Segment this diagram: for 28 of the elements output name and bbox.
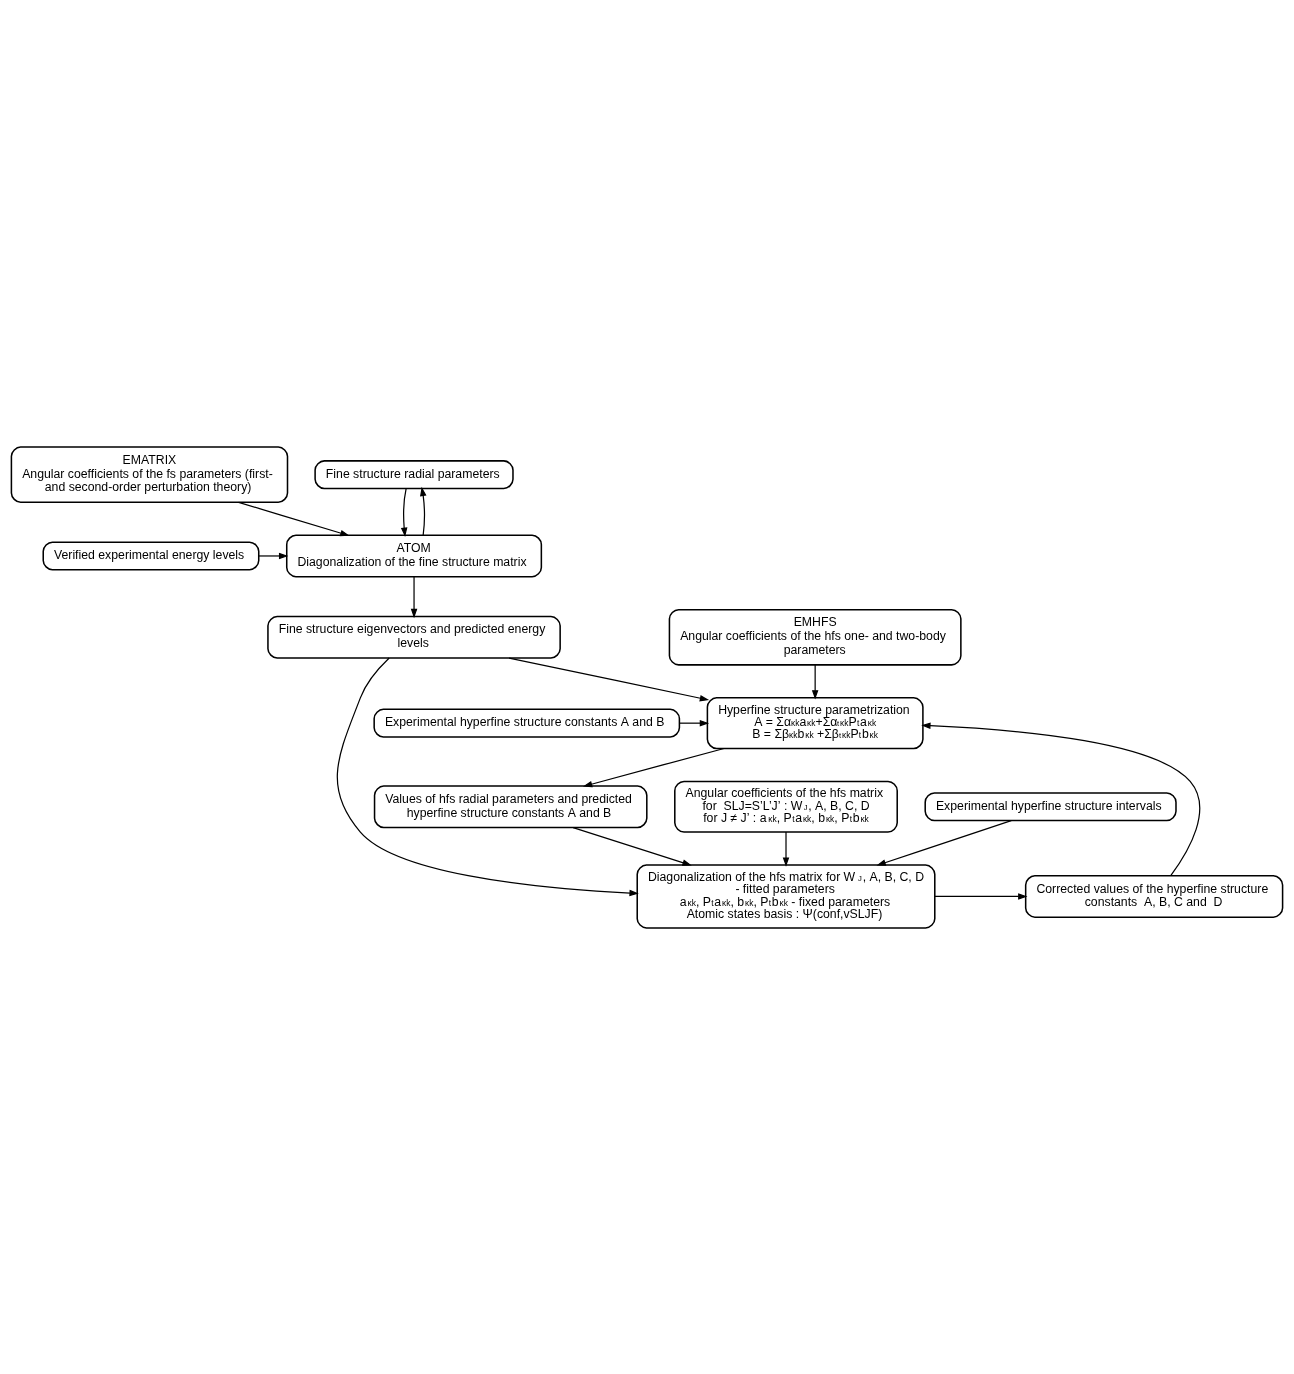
arrow: [582, 747, 725, 787]
node-box: Fine structure eigenvectors and predicted energy levels: [267, 615, 561, 659]
node-box: Fine structure radial parameters: [314, 459, 514, 489]
node-box: Hyperfine structure parametrization A = Σακkaκk+ΣαtκkPtaκk B = Σβκkbκk +ΣβtκkPtbκk: [706, 696, 924, 749]
arrow: [782, 830, 790, 867]
arrow: [572, 826, 692, 866]
arrow: [934, 892, 1028, 900]
arrow: [508, 656, 710, 701]
node-box: EMHFS Angular coefficients of the hfs one- and two-body parameters: [668, 608, 962, 666]
arrow: [258, 552, 289, 559]
arrow: [238, 501, 350, 536]
arrow: [400, 487, 408, 537]
arrow: [410, 575, 418, 618]
node-box: Verified experimental energy levels: [42, 540, 260, 571]
arrow: [876, 819, 1012, 866]
arrow: [420, 486, 427, 536]
arrow: [921, 721, 1201, 876]
arrow: [811, 663, 819, 700]
node-box: Diagonalization of the hfs matrix for WJ, A, B, C, D - fitted parameters aκk, Ptaκk, bκk, Ptbκk - fixed parameters Atomic states basis : Ψ(conf,vSLJF): [636, 863, 936, 929]
node-box: EMATRIX Angular coefficients of the fs parameters (first- and second-order perturbation theory): [10, 445, 289, 503]
node-box: Angular coefficients of the hfs matrix for SLJ=S’L’J’ : WJ, A, B, C, D for J ≠ J’ : aκk, Ptaκk, bκk, Ptbκk: [674, 780, 898, 833]
node-box: Corrected values of the hyperfine structure constants A, B, C and D: [1024, 874, 1284, 918]
node-box: Experimental hyperfine structure constants A and B: [373, 708, 681, 738]
node-box: Values of hfs radial parameters and predicted hyperfine structure constants A and B: [373, 784, 648, 828]
arrow: [678, 719, 710, 726]
node-box: Experimental hyperfine structure intervals: [924, 791, 1177, 821]
node-box: ATOM Diagonalization of the fine structure matrix: [285, 534, 543, 577]
arrow: [336, 656, 639, 896]
